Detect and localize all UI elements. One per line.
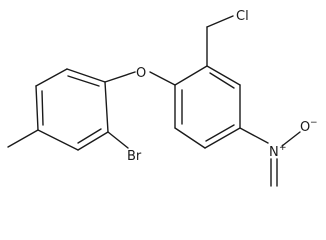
bond <box>174 65 208 86</box>
chlorine-label: Cl <box>236 9 249 24</box>
left-benzene-ring <box>35 68 109 151</box>
nitro-nitrogen-charge: + <box>279 143 287 153</box>
bond <box>35 85 39 131</box>
nitro-n-o-single-bond <box>281 131 301 147</box>
bond <box>37 129 79 151</box>
double-bond-inner <box>67 75 100 87</box>
nitro-nitrogen-label: N <box>269 145 279 160</box>
structure-canvas: Br O Cl N + O − <box>7 9 318 187</box>
double-bond-inner <box>41 90 44 126</box>
bond <box>206 65 241 86</box>
ether-bond-left <box>104 71 136 83</box>
right-benzene-ring <box>174 65 241 149</box>
bond <box>204 127 241 149</box>
double-bond-inner <box>205 124 235 142</box>
double-bond-inner <box>209 72 235 89</box>
double-bond-inner <box>77 128 102 144</box>
methyl-bond <box>7 129 39 148</box>
bond <box>77 131 109 151</box>
bond <box>174 127 206 149</box>
bromo-bond <box>107 131 129 149</box>
chloromethyl-bond-2 <box>206 15 234 28</box>
bond <box>35 68 68 87</box>
ether-oxygen-label: O <box>136 66 146 81</box>
ether-bond-right <box>149 71 176 86</box>
bromine-label: Br <box>127 149 142 164</box>
bond <box>104 81 109 133</box>
nitro-oxygen-charge: − <box>310 118 318 128</box>
molecule-structure: Br O Cl N + O − <box>7 9 318 187</box>
nitro-bond <box>239 127 269 144</box>
bond <box>66 68 106 83</box>
nitro-oxygen-label: O <box>300 120 310 135</box>
